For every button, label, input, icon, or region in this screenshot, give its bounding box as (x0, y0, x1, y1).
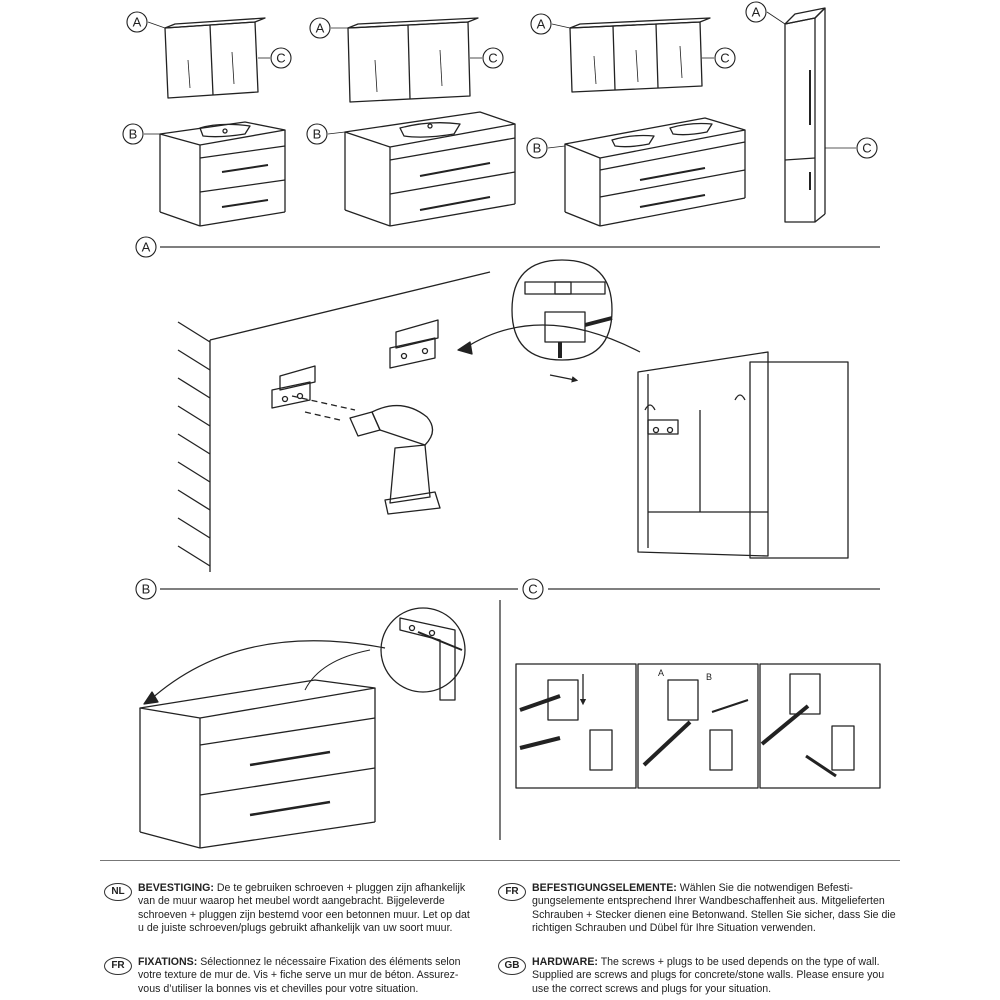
instruction-fr: FR FIXATIONS: Sélectionnez le nécessaire… (104, 956, 474, 996)
label-a: A (133, 15, 142, 30)
instruction-heading: BEVESTIGING: (138, 882, 214, 894)
hinge-panel-1 (515, 663, 637, 789)
divider (100, 860, 900, 861)
label-b: B (129, 127, 138, 142)
instruction-heading: BEFESTIGUNGSELEMENTE: (532, 882, 677, 894)
label-c: C (862, 141, 871, 156)
label-c: C (488, 51, 497, 66)
language-badge-gb: GB (498, 957, 526, 975)
section-b-label: B (142, 582, 151, 597)
section-c-label: C (528, 582, 537, 597)
language-badge-fr: FR (104, 957, 132, 975)
vanity-unit-small (159, 121, 286, 227)
mirror-cabinet-large (569, 17, 711, 93)
instruction-de: FR BEFESTIGUNGSELEMENTE: Wählen Sie die … (498, 882, 898, 936)
hinge-label-b: B (706, 672, 712, 682)
language-badge-fr: FR (498, 883, 526, 901)
mirror-cabinet-open (637, 351, 849, 559)
instruction-heading: FIXATIONS: (138, 956, 198, 968)
instruction-text: The screws + plugs to be used depends on… (532, 956, 885, 995)
vanity-unit-medium (344, 111, 516, 227)
instruction-heading: HARDWARE: (532, 956, 598, 968)
section-a-label: A (142, 240, 151, 255)
hinge-panel-3 (759, 663, 881, 789)
hinge-panel-2 (637, 663, 759, 789)
vanity-unit-hanging (139, 679, 376, 849)
wall (177, 271, 491, 572)
language-badge-nl: NL (104, 883, 132, 901)
drill (291, 395, 441, 515)
level-detail (511, 259, 613, 383)
mirror-cabinet-medium (347, 17, 479, 103)
instruction-text: Sélectionnez le nécessaire Fixation des … (138, 956, 461, 995)
label-c: C (720, 51, 729, 66)
mirror-cabinet-small (164, 17, 266, 99)
instruction-text: De te gebruiken schroeven + pluggen zijn… (138, 882, 470, 935)
label-a: A (537, 17, 546, 32)
instruction-gb: GB HARDWARE: The screws + plugs to be us… (498, 956, 898, 996)
wall-bracket (271, 319, 439, 409)
hinge-label-a: A (658, 668, 664, 678)
label-a: A (752, 5, 761, 20)
instruction-text: Wählen Sie die notwendigen Befesti-gungs… (532, 882, 896, 935)
label-b: B (313, 127, 322, 142)
label-a: A (316, 21, 325, 36)
label-c: C (276, 51, 285, 66)
vanity-unit-double (564, 117, 746, 227)
tall-column-cabinet (784, 7, 826, 223)
label-b: B (533, 141, 542, 156)
instruction-nl: NL BEVESTIGING: De te gebruiken schroeve… (104, 882, 474, 936)
bracket-detail (380, 607, 466, 701)
assembly-diagram: A A A A C C C C B B B A B C A B (122, 1, 881, 849)
